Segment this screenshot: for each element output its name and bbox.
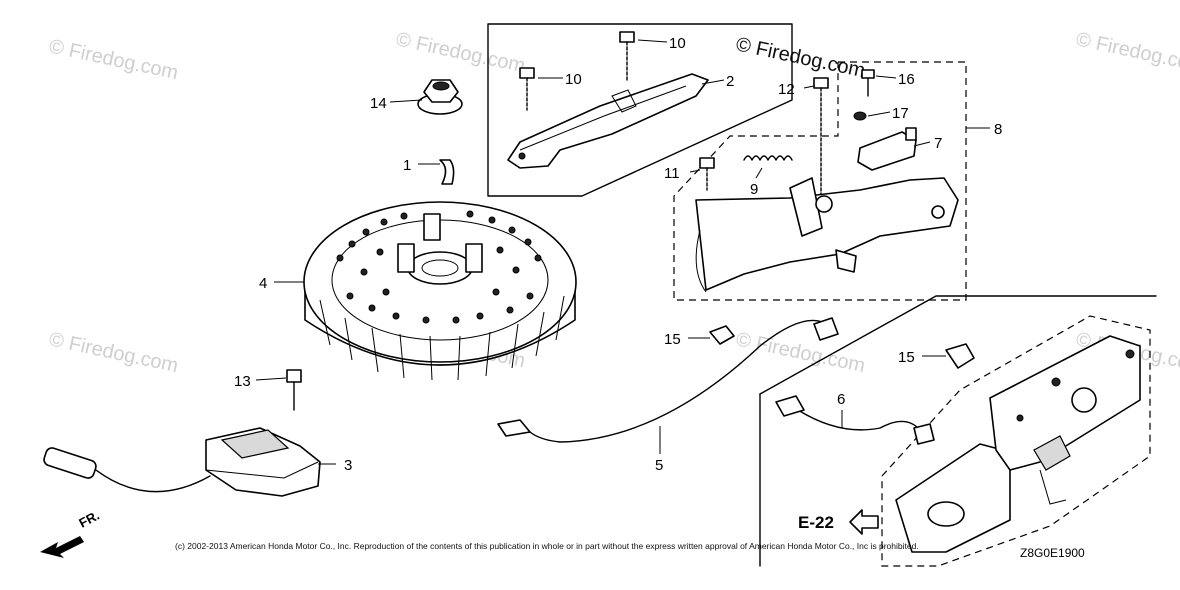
callout-leaders (255, 39, 990, 465)
bolt-12 (813, 77, 829, 201)
callout-15b: 15 (898, 349, 915, 366)
callout-7: 7 (934, 135, 942, 152)
callout-12: 12 (778, 81, 795, 98)
callout-9: 9 (750, 181, 758, 198)
callout-4: 4 (259, 275, 267, 292)
callout-5: 5 (655, 457, 663, 474)
callout-10b: 10 (669, 35, 686, 52)
diagram-code: Z8G0E1900 (1020, 546, 1085, 560)
watermark-faint: © Firedog.com (1074, 28, 1180, 77)
washer-17 (853, 111, 867, 121)
callout-16: 16 (898, 71, 915, 88)
callout-3: 3 (344, 457, 352, 474)
cable-group-outline (759, 295, 1157, 395)
watermark-faint: © Firedog.com (394, 28, 527, 77)
watermark-faint: © Firedog.com (47, 35, 180, 84)
brake-arm (507, 73, 709, 169)
stop-switch-group-outline (673, 61, 967, 301)
bolt-10b (619, 31, 635, 81)
front-direction-label: FR. (76, 508, 102, 531)
control-plate (895, 335, 1141, 553)
callout-17: 17 (892, 105, 909, 122)
reference-arrow-icon[interactable] (849, 509, 879, 535)
ground-cable (775, 395, 935, 445)
reference-label[interactable]: E-22 (798, 513, 834, 532)
callout-11: 11 (664, 165, 680, 182)
callout-14: 14 (370, 95, 387, 112)
stop-switch (857, 127, 917, 171)
callout-2: 2 (726, 73, 734, 90)
callout-15a: 15 (664, 331, 681, 348)
control-lever-bracket (695, 177, 959, 293)
callout-1: 1 (403, 157, 411, 174)
callout-13: 13 (234, 373, 251, 390)
return-spring (743, 155, 793, 161)
watermark-faint: © Firedog.com (734, 328, 867, 377)
ignition-coil (43, 427, 321, 497)
clip-15a (709, 325, 735, 345)
bolt-11 (699, 157, 715, 191)
brake-arm-group-outline (487, 23, 793, 197)
bolt-13 (286, 369, 302, 411)
callout-8: 8 (994, 121, 1002, 138)
woodruff-key (439, 159, 455, 185)
callout-6: 6 (837, 391, 845, 408)
flange-nut (417, 79, 463, 115)
watermark-main: © Firedog.com (734, 33, 867, 82)
front-direction-arrow: FR. (40, 508, 102, 558)
flywheel (303, 201, 577, 381)
clip-15b (945, 343, 975, 369)
stop-switch-cable (497, 317, 839, 443)
callout-10a: 10 (565, 71, 582, 88)
bolt-10a (519, 67, 535, 111)
screw-16 (861, 69, 875, 97)
watermark-faint: © Firedog.com (47, 328, 180, 377)
copyright-notice: (c) 2002-2013 American Honda Motor Co., … (175, 541, 919, 551)
